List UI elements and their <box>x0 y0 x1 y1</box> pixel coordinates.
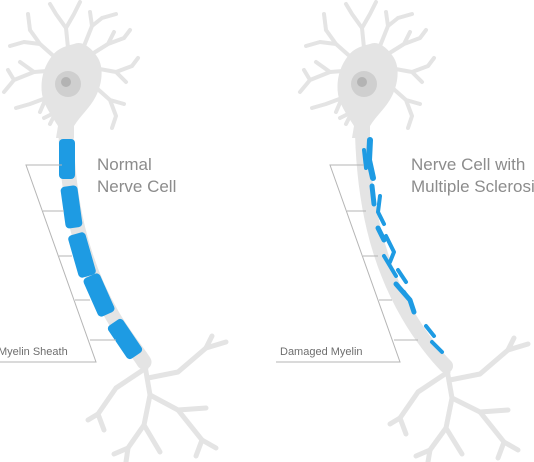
myelin-segment <box>60 185 83 229</box>
normal-neuron: Normal Nerve Cell Myelin Sheath <box>0 0 229 462</box>
myelin-segment <box>68 232 96 278</box>
damaged-myelin-segment <box>393 281 417 315</box>
damaged-myelin-segment <box>375 225 387 243</box>
myelin-segment <box>59 139 75 179</box>
normal-title-line2: Nerve Cell <box>97 177 176 196</box>
axon-terminal-icon <box>85 333 229 462</box>
damaged-myelin-segments <box>362 137 444 354</box>
nucleolus-icon <box>61 77 71 87</box>
damaged-myelin-segment <box>402 290 410 300</box>
damaged-myelin-segment <box>362 148 368 170</box>
damaged-myelin-segment <box>396 268 408 284</box>
damaged-myelin-segment <box>382 254 398 278</box>
damaged-myelin-segment <box>424 324 436 338</box>
leader-lines <box>276 164 418 363</box>
damaged-myelin-segment <box>376 194 386 226</box>
myelin-segment <box>83 273 115 317</box>
ms-title-line1: Nerve Cell with <box>411 155 525 174</box>
damaged-myelin-segment <box>384 234 396 264</box>
myelin-segment <box>107 318 143 360</box>
nucleolus-icon <box>357 77 367 87</box>
ms-title-line2: Multiple Sclerosis <box>411 177 534 196</box>
damaged-myelin-segment <box>366 137 376 181</box>
ms-neuron: Nerve Cell with Multiple Sclerosis Damag… <box>276 0 534 462</box>
damaged-myelin-label: Damaged Myelin <box>280 346 363 358</box>
leader-lines <box>0 164 116 363</box>
dendrite-branch-icon <box>298 0 436 130</box>
axon-icon <box>355 127 453 373</box>
myelin-sheath-label: Myelin Sheath <box>0 346 68 358</box>
myelin-sheath-segments <box>59 139 143 360</box>
normal-title-line1: Normal <box>97 155 152 174</box>
damaged-myelin-segment <box>369 183 377 207</box>
axon-terminal-icon <box>387 335 531 462</box>
damaged-myelin-segment <box>430 340 444 354</box>
